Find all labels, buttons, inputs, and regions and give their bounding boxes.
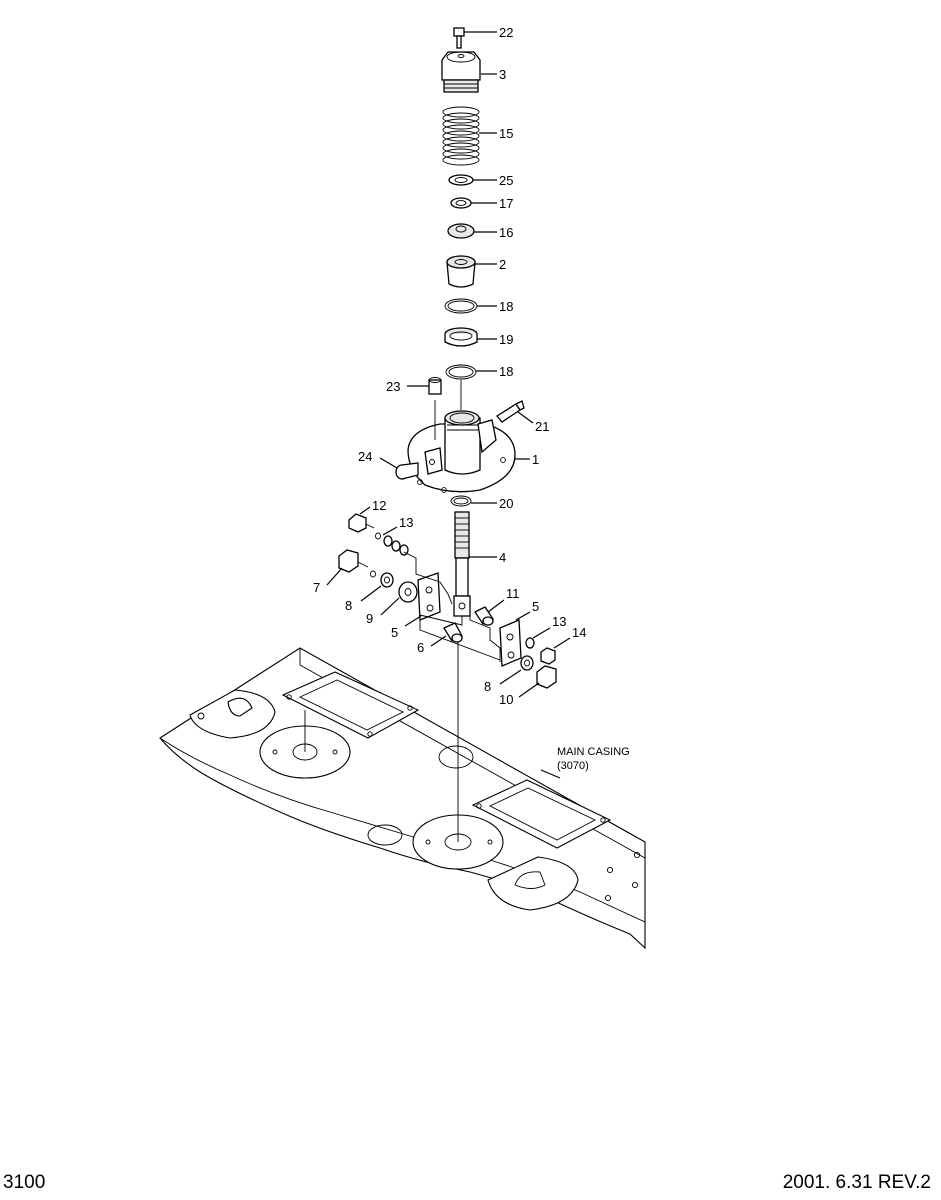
- part-16-seat: [447, 223, 475, 239]
- callout-7: 7: [313, 580, 320, 595]
- callout-15: 15: [499, 126, 513, 141]
- callout-3: 3: [499, 67, 506, 82]
- callout-18-top: 18: [499, 299, 513, 314]
- callout-24: 24: [358, 449, 372, 464]
- callout-20: 20: [499, 496, 513, 511]
- part-18-oring-lower: [445, 364, 477, 410]
- callout-17: 17: [499, 196, 513, 211]
- part-10-bolt: [536, 665, 557, 689]
- main-casing-label: MAIN CASING (3070): [557, 746, 630, 772]
- main-casing-label-name: MAIN CASING: [557, 746, 630, 758]
- part-2-piston: [446, 255, 476, 288]
- callout-16: 16: [499, 225, 513, 240]
- callout-6: 6: [417, 640, 424, 655]
- callout-14: 14: [572, 625, 586, 640]
- part-18-oring-top: [444, 298, 478, 314]
- callout-21: 21: [535, 419, 549, 434]
- callout-4: 4: [499, 550, 506, 565]
- part-21-fitting: [496, 400, 525, 423]
- callout-5-left: 5: [391, 625, 398, 640]
- part-8-washer-left: [370, 570, 394, 588]
- part-25-washer: [448, 174, 474, 186]
- part-24-cap: [395, 462, 419, 480]
- callout-11: 11: [506, 586, 520, 601]
- callout-18-lower: 18: [499, 364, 513, 379]
- main-casing-label-code: (3070): [557, 760, 589, 772]
- part-11-pin: [474, 606, 494, 626]
- callout-8-right: 8: [484, 679, 491, 694]
- callout-25: 25: [499, 173, 513, 188]
- part-13-washer-right: [525, 637, 535, 649]
- callout-23: 23: [386, 379, 400, 394]
- part-5-plate-right: [419, 614, 522, 667]
- callout-1: 1: [532, 452, 539, 467]
- revision-date: 2001. 6.31 REV.2: [782, 1172, 931, 1193]
- main-casing: [159, 640, 646, 950]
- callout-5-right: 5: [532, 599, 539, 614]
- part-14-nut: [540, 647, 556, 665]
- part-17-washer: [450, 197, 472, 209]
- part-6-pin: [443, 622, 463, 643]
- part-9-washer: [398, 581, 418, 603]
- callout-10: 10: [499, 692, 513, 707]
- part-5-plate-left: [403, 551, 453, 621]
- part-23-plug: [428, 377, 442, 440]
- part-12-bolt: [348, 513, 375, 533]
- page-number: 3100: [3, 1172, 46, 1193]
- callout-13-right: 13: [552, 614, 566, 629]
- part-8-washer-right: [520, 655, 534, 671]
- part-7-bolt: [338, 549, 369, 573]
- callout-12: 12: [372, 498, 386, 513]
- part-13-washers-left: [375, 532, 409, 556]
- callout-22: 22: [499, 25, 513, 40]
- callout-2: 2: [499, 257, 506, 272]
- part-20-oring: [450, 495, 472, 507]
- part-22-screw: [453, 27, 465, 49]
- leader-lines: [326, 31, 571, 779]
- part-19-ring: [444, 327, 478, 347]
- callout-13-left: 13: [399, 515, 413, 530]
- callout-8-left: 8: [345, 598, 352, 613]
- part-4-shaft: [453, 511, 471, 617]
- part-15-spring: [442, 106, 480, 166]
- callout-19: 19: [499, 332, 513, 347]
- part-3-cap: [441, 51, 481, 93]
- part-1-housing: [407, 410, 516, 493]
- callout-labels: 22 3 15 25 17 16 2 18 19 18 23 21 24 1 2…: [313, 25, 586, 707]
- callout-9: 9: [366, 611, 373, 626]
